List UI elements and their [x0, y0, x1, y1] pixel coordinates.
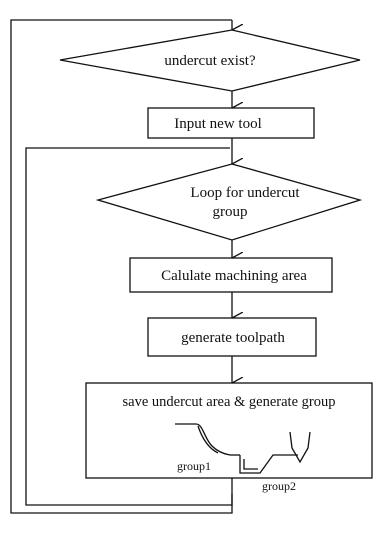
process-save-undercut-area: [85, 382, 373, 479]
label-group2: group2: [262, 479, 296, 493]
undercut-profile-sketch: [175, 423, 311, 474]
decision-undercut-label: undercut exist?: [164, 53, 256, 69]
process-input-new-tool: [147, 107, 315, 139]
outer-loop-connector: [10, 19, 233, 514]
label-group1: group1: [177, 459, 211, 473]
decision-loop-undercut-group: [95, 163, 363, 241]
process-input-tool-label: Input new tool: [174, 116, 262, 132]
decision-loop-label-line2: group: [213, 204, 248, 220]
inner-loop-connector: [25, 147, 233, 506]
process-save-label: save undercut area & generate group: [123, 394, 336, 410]
process-toolpath-label: generate toolpath: [181, 330, 285, 346]
decision-loop-label-line1: Loop for undercut: [190, 185, 300, 201]
process-calculate-label: Calulate machining area: [161, 268, 307, 284]
process-calculate-machining-area: [129, 257, 333, 293]
